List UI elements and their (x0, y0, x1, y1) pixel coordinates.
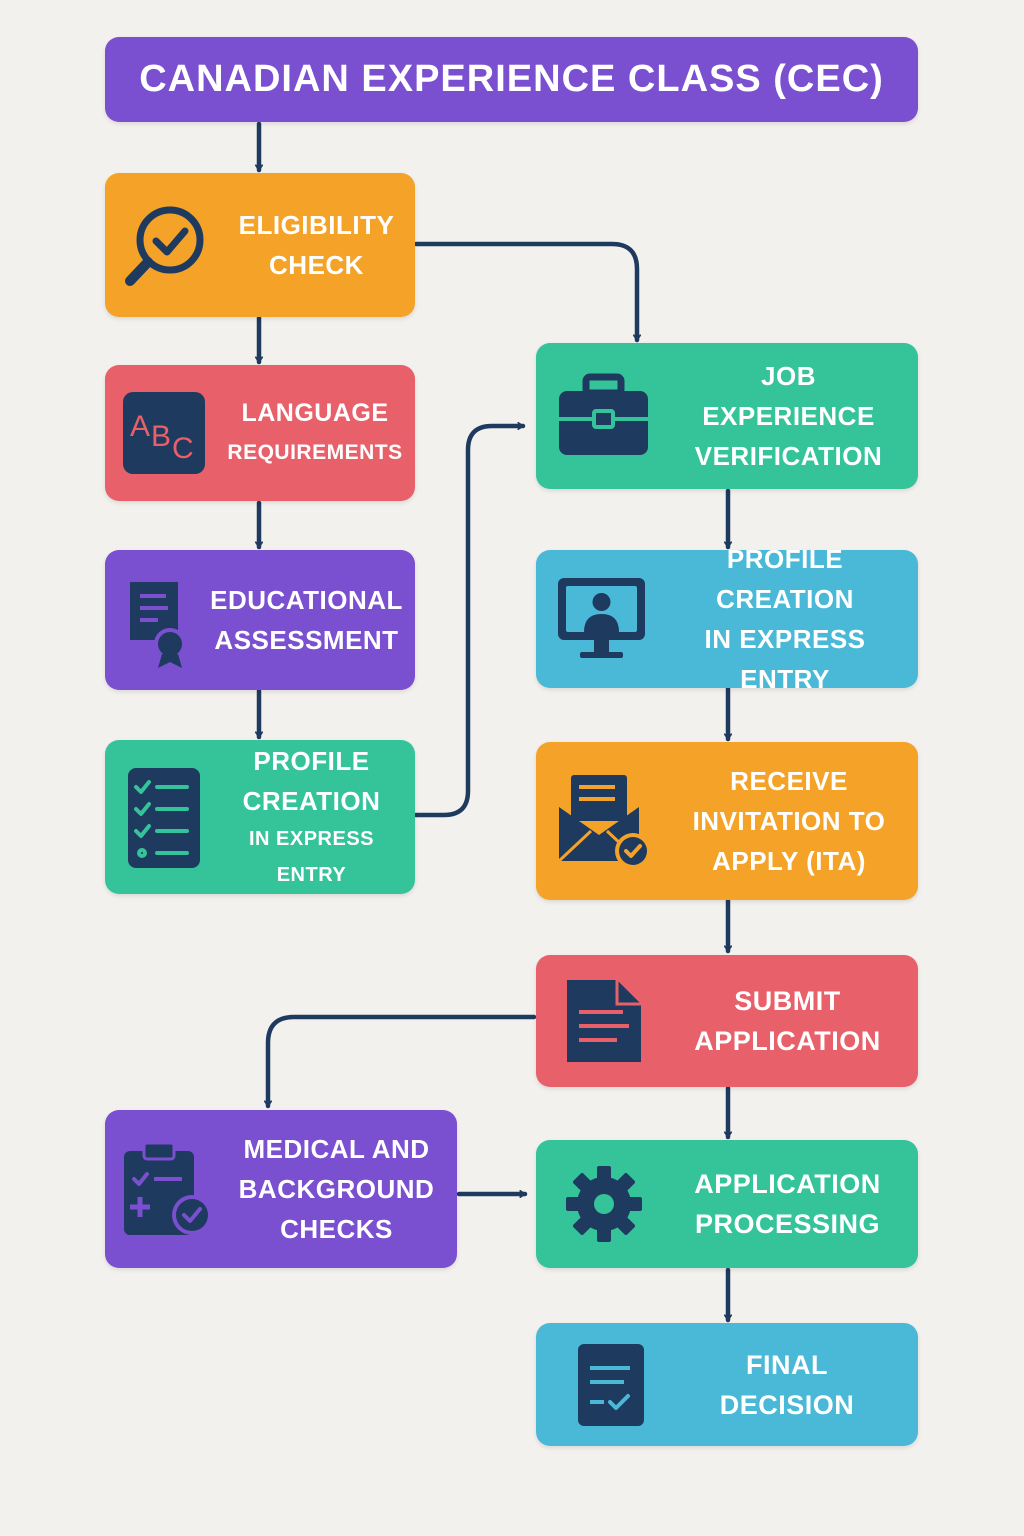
svg-text:C: C (172, 432, 194, 465)
abc-icon: A B C (105, 388, 223, 478)
briefcase-icon (536, 371, 671, 461)
step-educational-assessment: EDUCATIONAL ASSESSMENT (105, 550, 415, 690)
step-label-line: JOB EXPERIENCE (702, 361, 875, 431)
step-label-line: APPLICATION (694, 1169, 881, 1199)
svg-text:B: B (151, 420, 171, 453)
step-label-line: RECEIVE (730, 766, 848, 796)
step-final-decision: FINAL DECISION (536, 1323, 918, 1446)
svg-text:A: A (130, 410, 150, 443)
step-profile-creation-right: PROFILE CREATION IN EXPRESS ENTRY (536, 544, 918, 694)
gear-icon (536, 1162, 671, 1246)
arrow-profile-to-job (413, 426, 526, 818)
envelope-check-icon (536, 769, 674, 874)
step-label-line: APPLICATION (694, 1026, 881, 1056)
step-label-line: FINAL (746, 1349, 828, 1380)
step-language-requirements: A B C LANGUAGE REQUIREMENTS (105, 365, 415, 501)
clipboard-medical-icon (105, 1139, 230, 1239)
step-label-line: REQUIREMENTS (227, 441, 403, 464)
step-label-line: CHECKS (280, 1214, 393, 1244)
page-title: CANADIAN EXPERIENCE CLASS (CEC) (105, 37, 918, 122)
step-label-line: EDUCATIONAL (210, 585, 403, 615)
document-icon (536, 976, 671, 1066)
page-title-text: CANADIAN EXPERIENCE CLASS (CEC) (139, 58, 884, 100)
step-eligibility-check: ELIGIBILITY CHECK (105, 173, 415, 317)
step-label-line: CHECK (269, 250, 364, 280)
arrow-eligibility-to-job (413, 241, 637, 343)
step-label-line: ELIGIBILITY (238, 210, 395, 240)
step-label-line: IN EXPRESS ENTRY (248, 828, 375, 886)
checklist-icon (105, 765, 220, 870)
step-label-line: ASSESSMENT (214, 625, 399, 655)
arrow-submit-to-medical (268, 1014, 537, 1109)
step-receive-ita: RECEIVE INVITATION TO APPLY (ITA) (536, 742, 918, 900)
step-medical-background-checks: MEDICAL AND BACKGROUND CHECKS (105, 1110, 457, 1268)
certificate-icon (105, 570, 210, 670)
step-label-line: BACKGROUND (238, 1174, 435, 1204)
step-label-line: APPLY (ITA) (712, 846, 866, 876)
step-label-line: CREATION (242, 786, 381, 816)
step-profile-creation-left: PROFILE CREATION IN EXPRESS ENTRY (105, 740, 415, 894)
step-label-line: SUBMIT (734, 986, 841, 1016)
magnifier-check-icon (105, 195, 230, 295)
step-label-line: IN EXPRESS ENTRY (704, 624, 866, 694)
step-submit-application: SUBMIT APPLICATION (536, 955, 918, 1087)
step-label-line: MEDICAL AND (243, 1134, 430, 1164)
step-job-experience-verification: JOB EXPERIENCE VERIFICATION (536, 343, 918, 489)
step-label-line: DECISION (719, 1389, 855, 1420)
monitor-user-icon (536, 574, 666, 664)
step-label-line: PROCESSING (694, 1209, 881, 1239)
step-label-line: PROFILE (253, 746, 370, 776)
step-label-line: VERIFICATION (694, 441, 883, 471)
document-check-icon (536, 1340, 686, 1430)
step-label-line: PROFILE CREATION (716, 544, 854, 614)
step-label-line: LANGUAGE (241, 399, 389, 427)
step-application-processing: APPLICATION PROCESSING (536, 1140, 918, 1268)
step-label-line: INVITATION TO (692, 806, 886, 836)
